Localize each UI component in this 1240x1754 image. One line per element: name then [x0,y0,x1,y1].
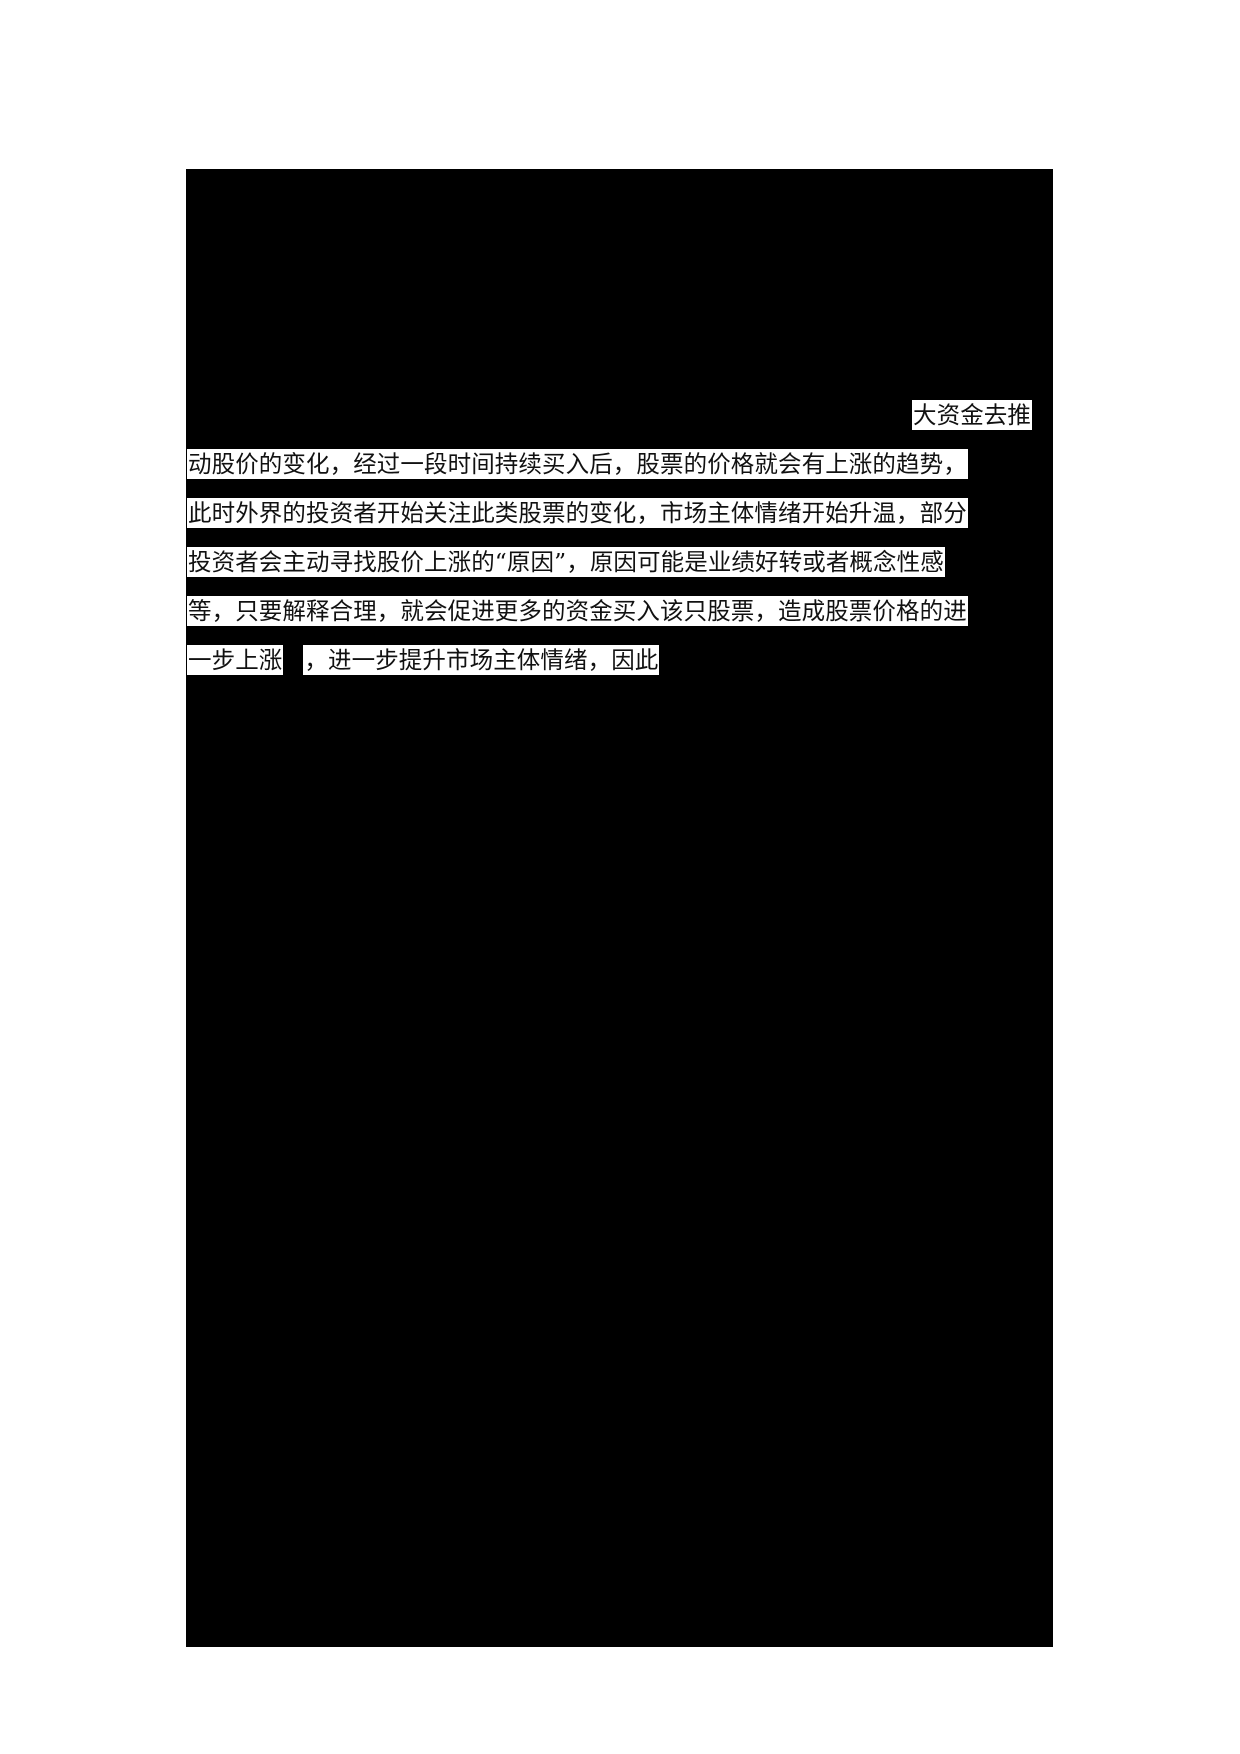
text-line-1: 大资金去推 [912,400,1032,430]
text-line-3: 此时外界的投资者开始关注此类股票的变化，市场主体情绪开始升温，部分 [187,498,968,528]
text-segment: 动股价的变化，经过一段时间持续买入后，股票的价格就会有上涨的趋势， [187,449,968,479]
text-line-6: 一步上涨 ，进一步提升市场主体情绪，因此 [187,645,660,675]
text-line-2: 动股价的变化，经过一段时间持续买入后，股票的价格就会有上涨的趋势， [187,449,968,479]
inline-redaction [283,645,304,675]
text-segment: 此时外界的投资者开始关注此类股票的变化，市场主体情绪开始升温，部分 [187,498,968,528]
text-segment: 等，只要解释合理，就会促进更多的资金买入该只股票，造成股票价格的进 [187,596,968,626]
text-segment: 一步上涨 [187,645,284,675]
text-line-4: 投资者会主动寻找股价上涨的“原因”，原因可能是业绩好转或者概念性感 [187,547,945,577]
text-line-5: 等，只要解释合理，就会促进更多的资金买入该只股票，造成股票价格的进 [187,596,968,626]
text-segment: 投资者会主动寻找股价上涨的“原因”，原因可能是业绩好转或者概念性感 [187,547,945,577]
text-segment: 大资金去推 [912,400,1032,430]
redaction-block [186,169,1053,1647]
text-segment: ，进一步提升市场主体情绪，因此 [303,645,660,675]
